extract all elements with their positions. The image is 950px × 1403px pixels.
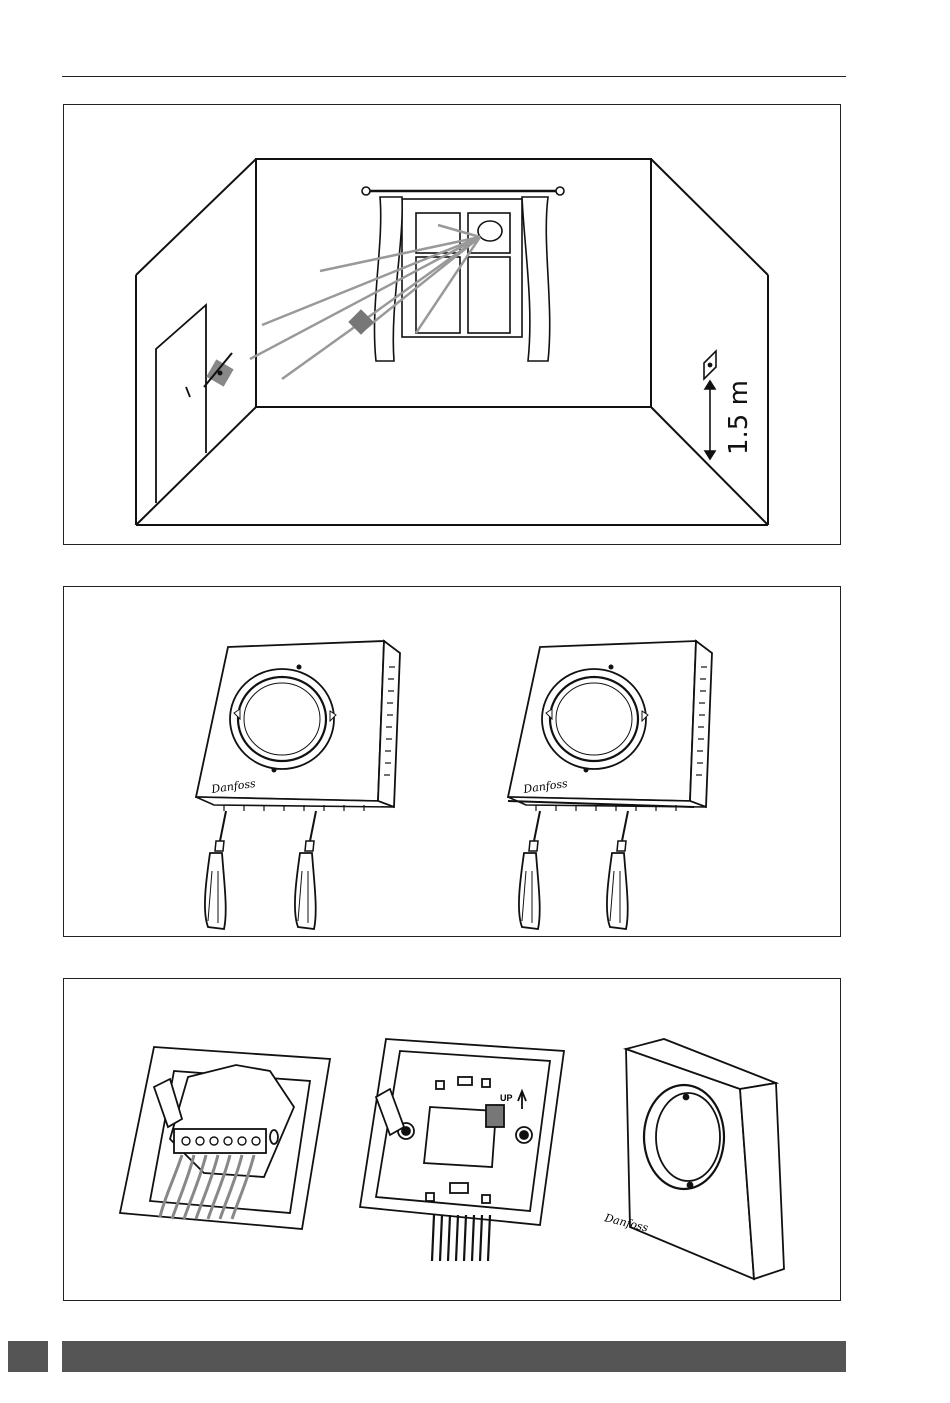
door [156,305,206,503]
footer-bar [62,1341,846,1372]
mounting-figure: UP Danfoss [63,978,841,1301]
page-number-box [8,1341,48,1372]
back-wall [256,159,651,407]
opening-figure: Danfoss Danfoss [63,586,841,937]
room-placement-figure: 1.5 m [63,104,841,545]
height-label: 1.5 m [724,380,754,455]
room-illustration [64,105,842,546]
header-rule [62,76,846,77]
mount-step-3 [626,1039,784,1279]
up-label: UP [500,1093,513,1103]
mounting-illustration: UP Danfoss [64,979,842,1302]
opening-illustration: Danfoss Danfoss [64,587,842,938]
mount-step-1 [120,1047,330,1229]
correct-position [704,351,716,459]
sun-rays [250,225,480,379]
window [362,187,564,361]
mount-step-2 [360,1039,564,1261]
